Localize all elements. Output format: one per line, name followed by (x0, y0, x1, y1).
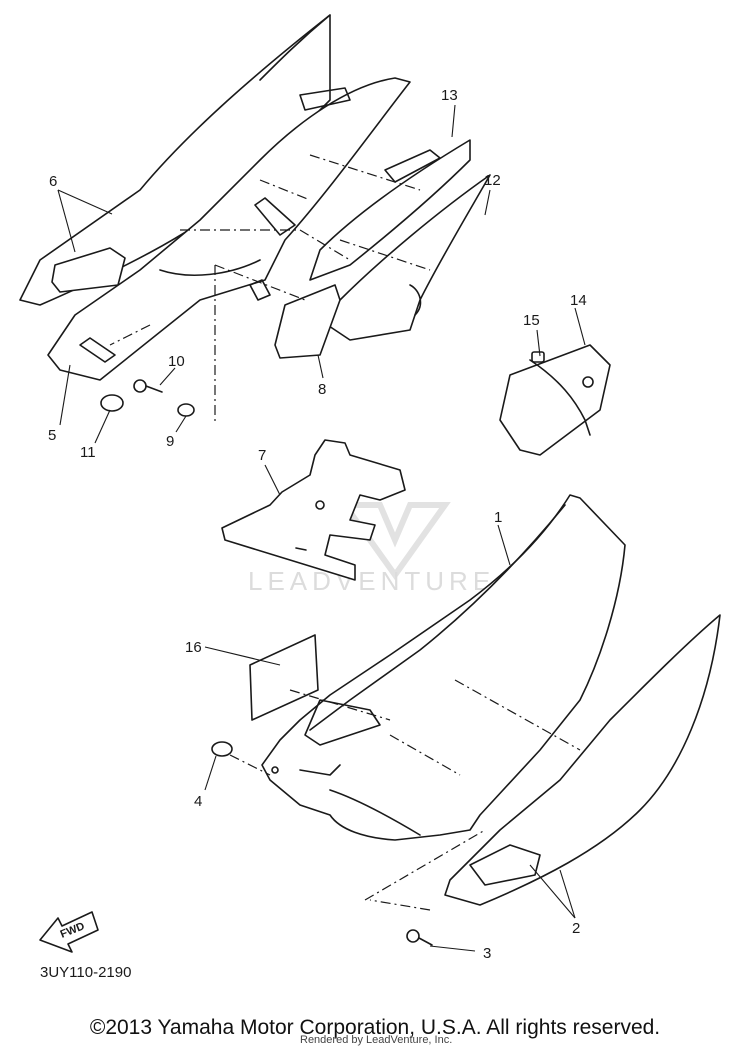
callout-3: 3 (483, 945, 491, 962)
callout-9: 9 (166, 433, 174, 450)
watermark: LEADVENTURE (248, 502, 495, 596)
part-14-tool-bag[interactable] (499, 344, 611, 456)
callout-10: 10 (168, 353, 185, 370)
part-11-grommet[interactable] (100, 394, 124, 412)
callout-2: 2 (572, 920, 580, 937)
callout-12: 12 (484, 172, 501, 189)
callout-7: 7 (258, 447, 266, 464)
fwd-arrow-icon: FWD (39, 911, 99, 953)
callout-13: 13 (441, 87, 458, 104)
callout-labels: 6 13 12 14 15 8 10 5 11 9 7 1 16 4 2 3 (48, 87, 587, 962)
callout-8: 8 (318, 381, 326, 398)
part-16-label[interactable] (249, 634, 319, 721)
part-15-strap[interactable] (529, 351, 591, 436)
part-1-side-cover-lower[interactable] (261, 494, 626, 841)
part-5-side-cover-left[interactable] (47, 77, 411, 381)
callout-16: 16 (185, 639, 202, 656)
callout-11: 11 (80, 444, 96, 461)
diagram-code: 3UY110-2190 (40, 964, 132, 981)
callout-4: 4 (194, 793, 202, 810)
part-9-collar[interactable] (177, 403, 195, 417)
part-10-bolt[interactable] (133, 379, 163, 393)
callout-6: 6 (49, 173, 57, 190)
callout-1: 1 (494, 509, 502, 526)
copyright-notice: ©2013 Yamaha Motor Corporation, U.S.A. A… (89, 1016, 661, 1039)
part-7-plate[interactable] (221, 439, 406, 581)
part-2-decal-lower[interactable] (444, 614, 721, 906)
part-4-grommet[interactable] (211, 741, 233, 757)
assembly-lines (109, 154, 581, 911)
part-3-screw[interactable] (406, 929, 433, 946)
callout-15: 15 (523, 312, 540, 329)
leader-lines (57, 104, 586, 952)
callout-5: 5 (48, 427, 56, 444)
rendered-by-note: Rendered by LeadVenture, Inc. (300, 1034, 453, 1046)
part-13-decal-right[interactable] (309, 139, 471, 281)
watermark-text: LEADVENTURE (248, 566, 495, 596)
part-8-pad[interactable] (274, 284, 341, 359)
callout-14: 14 (570, 292, 587, 309)
